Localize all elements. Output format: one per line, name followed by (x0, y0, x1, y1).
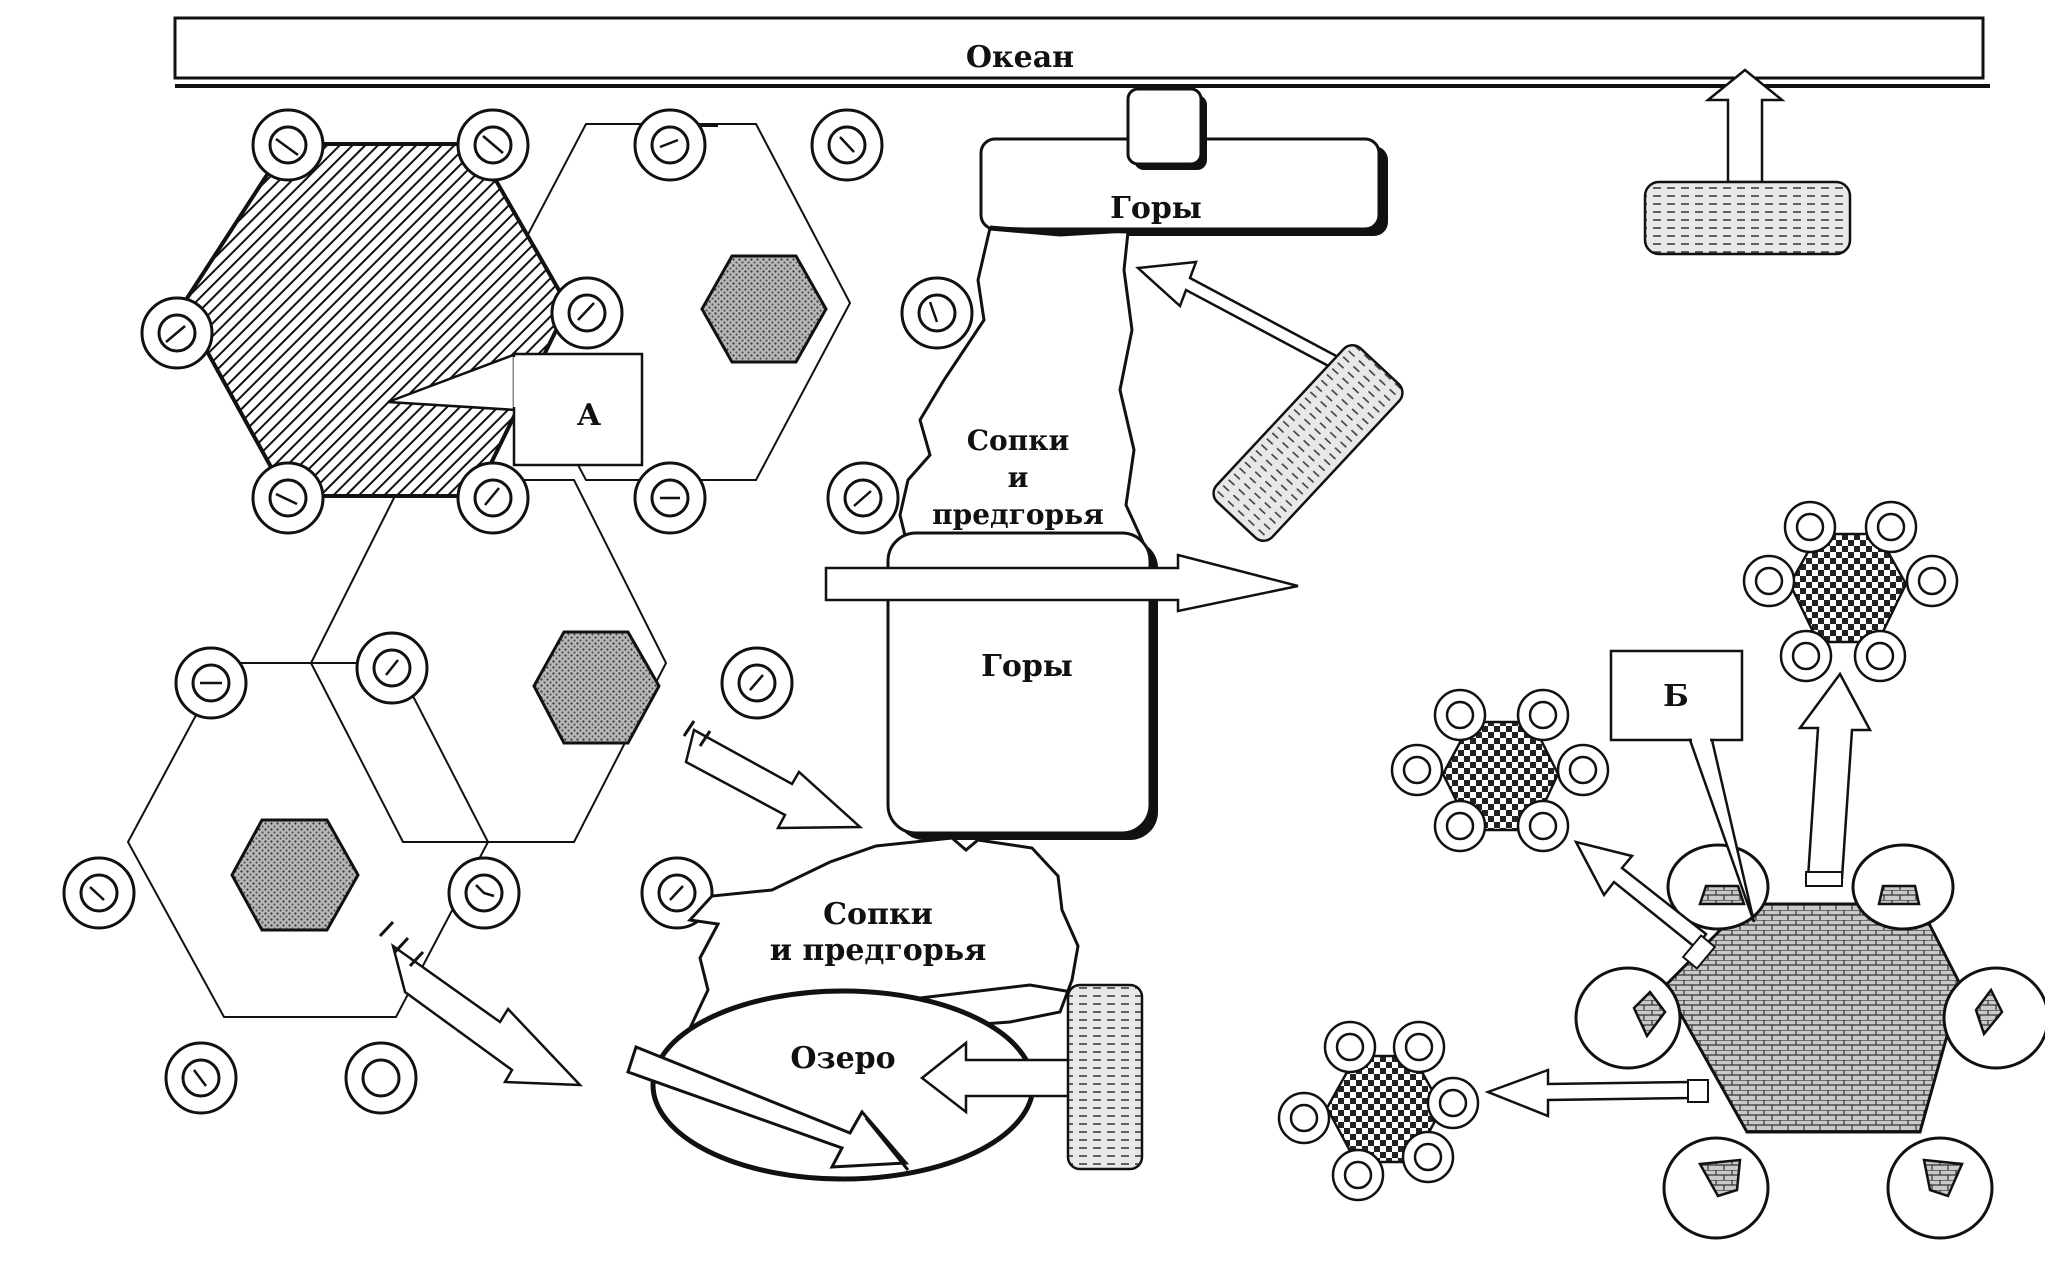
hills-upper-torn-edge (989, 225, 1129, 237)
small-reservoir-top-right (1643, 180, 1852, 256)
through-mountains-arrow (824, 553, 1299, 613)
stippled-hexagon-3 (230, 818, 360, 932)
stippled-hexagon-1 (700, 254, 828, 364)
callout-b-label: Б (1663, 679, 1689, 714)
reservoir-to-hills-arrow (1135, 260, 1342, 372)
hills-lower-label-1: Сопки (823, 897, 933, 932)
hills-upper-label-1: Сопки (967, 424, 1069, 457)
ocean-band (173, 16, 1990, 88)
hills-upper-shape (898, 226, 1145, 550)
reservoir-to-ocean-arrow (1704, 68, 1786, 184)
lake-diagonal-arrow (626, 1045, 910, 1169)
settlement-ring-nodes (62, 108, 974, 1115)
field-arrow-upper (682, 720, 864, 830)
mountains-upper-block (979, 87, 1388, 236)
arrow-to-left-lower-cluster (1484, 1068, 1692, 1118)
hills-lower-label-2: и предгорья (770, 933, 987, 968)
lake-label: Озеро (790, 1041, 895, 1076)
mountains-top-label: Горы (1110, 191, 1202, 226)
satellite-cluster-left-upper (1390, 688, 1610, 853)
mountains-middle-block (886, 531, 1158, 840)
brick-central-hexagon (1663, 902, 1963, 1134)
arrow-to-left-upper-cluster (1573, 840, 1708, 950)
stippled-hexagon-2 (532, 630, 661, 745)
ocean-label: Океан (966, 40, 1074, 75)
satellite-cluster-top (1742, 500, 1959, 683)
arrow-to-top-cluster (1797, 671, 1873, 880)
hills-upper-label-3: предгорья (932, 498, 1104, 531)
hatched-large-hexagon (179, 142, 571, 498)
callout-a (387, 352, 644, 467)
reservoir-tilted-right (1212, 344, 1404, 542)
callout-b (1609, 649, 1756, 923)
callout-a-label: А (577, 398, 602, 433)
mountains-mid-label: Горы (981, 649, 1073, 684)
satellite-cluster-left-lower (1277, 1020, 1480, 1202)
hills-upper-label-2: и (1008, 461, 1029, 494)
field-arrow-lower (378, 920, 584, 1087)
reservoir-lower-right (1066, 983, 1144, 1171)
reservoir-to-lake-arrow (919, 1040, 1072, 1115)
